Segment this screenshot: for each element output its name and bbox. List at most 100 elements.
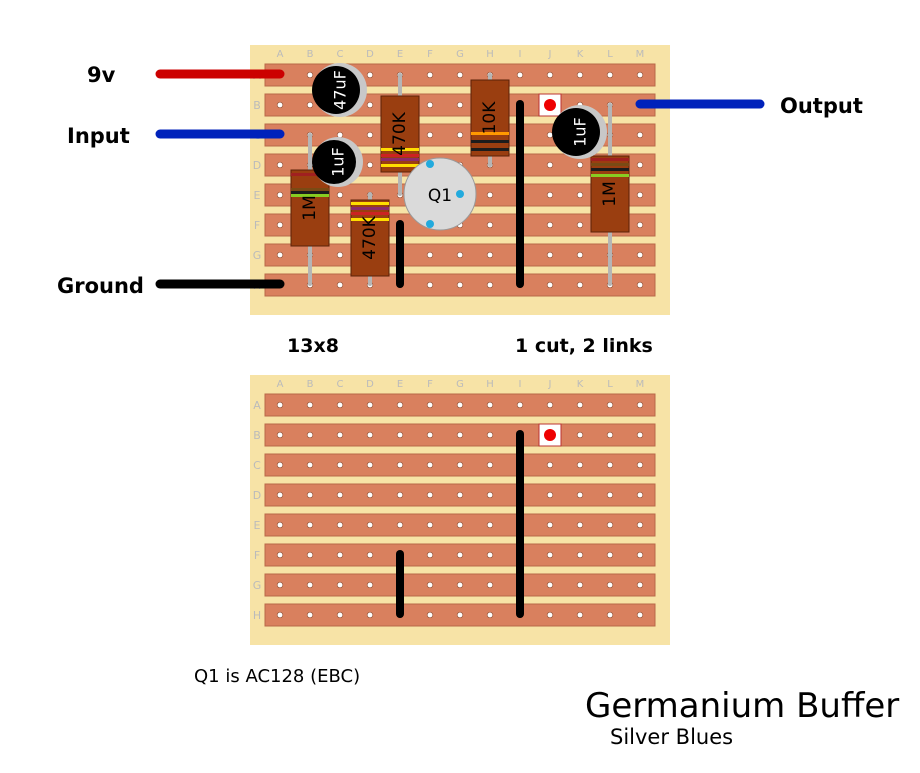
bottom-hole (366, 401, 374, 409)
bottom-hole (456, 611, 464, 619)
top-hole (576, 221, 584, 229)
top-hole (366, 131, 374, 139)
bottom-hole (636, 581, 644, 589)
bottom-hole (636, 611, 644, 619)
top-hole (576, 281, 584, 289)
transistor-note: Q1 is AC128 (EBC) (194, 666, 361, 687)
capacitor-1uf-output-cap-top (552, 108, 600, 156)
top-hole (636, 131, 644, 139)
top-column-label-f: F (427, 49, 433, 60)
board-size-label: 13x8 (287, 335, 339, 357)
bottom-hole (636, 431, 644, 439)
bottom-hole (336, 431, 344, 439)
bottom-hole (456, 521, 464, 529)
bottom-hole (366, 551, 374, 559)
top-hole (306, 101, 314, 109)
ground-wire-label: Ground (57, 274, 144, 298)
top-hole (426, 71, 434, 79)
bottom-row-label-d: D (253, 489, 261, 502)
top-column-label-d: D (366, 49, 374, 60)
bottom-hole (456, 551, 464, 559)
resistor-1m-right-value-label: 1M (600, 181, 620, 206)
bottom-hole (426, 611, 434, 619)
output-wire-label: Output (780, 94, 863, 118)
top-hole (606, 71, 614, 79)
top-row-label-f: F (254, 219, 260, 232)
top-column-label-g: G (456, 49, 464, 60)
resistor-470k-lower-color-band (351, 207, 389, 210)
top-hole (636, 71, 644, 79)
bottom-hole (276, 461, 284, 469)
bottom-hole (576, 431, 584, 439)
top-hole (336, 251, 344, 259)
bottom-hole (306, 431, 314, 439)
top-hole (366, 71, 374, 79)
top-hole (426, 131, 434, 139)
bottom-hole (336, 521, 344, 529)
top-hole (456, 281, 464, 289)
bottom-column-label-l: L (607, 379, 613, 390)
bottom-row-label-a: A (253, 399, 261, 412)
bottom-hole (606, 461, 614, 469)
capacitor-1uf-output-value-label: 1uF (571, 117, 590, 147)
transistor-q1-pin-c (426, 220, 434, 228)
resistor-10k-color-band (471, 132, 509, 135)
bottom-hole (276, 581, 284, 589)
capacitor-47uf-value-label: 47uF (331, 70, 350, 110)
bottom-hole (426, 521, 434, 529)
top-hole (336, 221, 344, 229)
bottom-hole (426, 461, 434, 469)
top-hole (276, 221, 284, 229)
top-hole (636, 161, 644, 169)
resistor-470k-lower-color-band (351, 218, 389, 221)
top-row-label-g: G (253, 249, 262, 262)
bottom-hole (306, 491, 314, 499)
top-hole (546, 131, 554, 139)
bottom-hole (516, 401, 524, 409)
top-hole (366, 161, 374, 169)
top-column-label-e: E (397, 49, 403, 60)
bottom-hole (486, 611, 494, 619)
top-hole (516, 71, 524, 79)
resistor-10k-color-band (471, 140, 509, 143)
resistor-1m-right-color-band (591, 168, 629, 171)
top-hole (546, 251, 554, 259)
bottom-hole (456, 491, 464, 499)
top-column-label-c: C (337, 49, 344, 60)
resistor-470k-lower-color-band (351, 212, 389, 215)
bottom-hole (306, 401, 314, 409)
bottom-hole (636, 551, 644, 559)
top-hole (426, 251, 434, 259)
bottom-column-label-j: J (548, 379, 552, 390)
resistor-1m-right: 1M (590, 155, 630, 233)
bottom-hole (636, 491, 644, 499)
top-hole (576, 161, 584, 169)
bottom-column-label-a: A (277, 379, 284, 390)
capacitor-1uf-input-cap-top (312, 140, 356, 184)
top-hole (276, 191, 284, 199)
bottom-row-label-h: H (253, 609, 261, 622)
top-column-label-k: K (577, 49, 584, 60)
bottom-hole (486, 431, 494, 439)
bottom-hole (576, 491, 584, 499)
resistor-1m-left-color-band (291, 188, 329, 191)
bottom-column-label-f: F (427, 379, 433, 390)
top-hole (456, 101, 464, 109)
bottom-hole (606, 611, 614, 619)
bottom-hole (576, 611, 584, 619)
diagram-title: Germanium Buffer (585, 686, 900, 726)
top-column-label-j: J (548, 49, 552, 60)
bottom-hole (336, 491, 344, 499)
bottom-hole (486, 461, 494, 469)
top-column-label-i: I (519, 49, 522, 60)
bottom-hole (606, 581, 614, 589)
resistor-470k-upper-color-band (381, 164, 419, 167)
bottom-hole (396, 431, 404, 439)
bottom-hole (546, 401, 554, 409)
bottom-hole (336, 611, 344, 619)
resistor-470k-upper-color-band (381, 154, 419, 157)
bottom-hole (276, 521, 284, 529)
resistor-1m-right-color-band (591, 158, 629, 161)
top-hole (426, 101, 434, 109)
